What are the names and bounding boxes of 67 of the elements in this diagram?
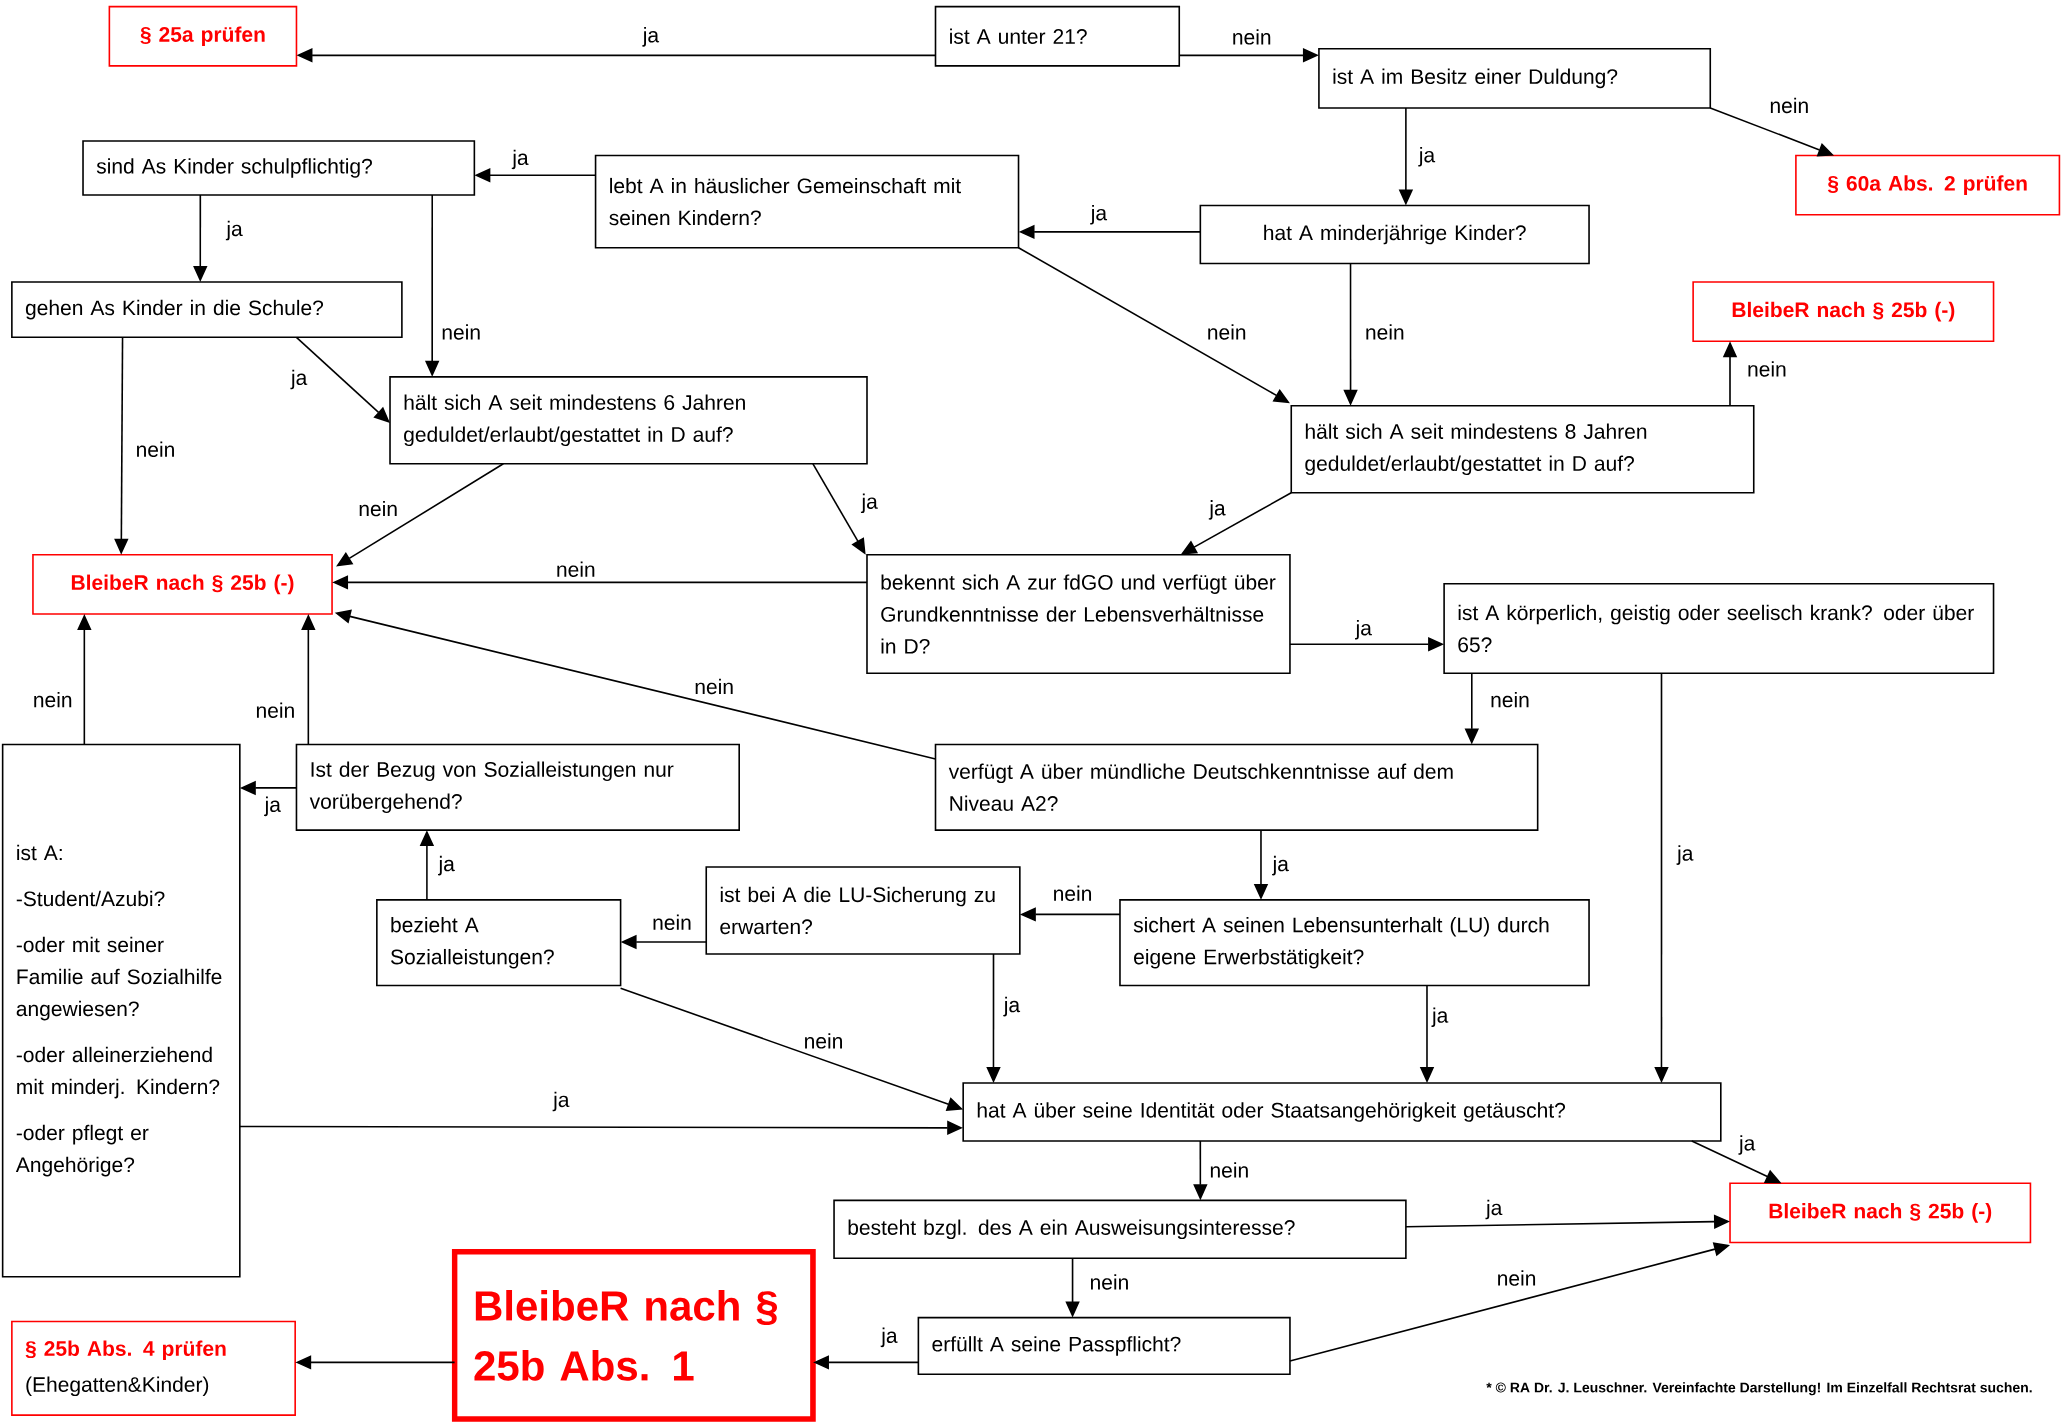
result-box: § 60a Abs. 2 prüfen: [1795, 154, 2061, 216]
question-box: bekennt sich A zur fdGO und verfügt über Grundkenntnisse der Lebensverhältnisse in D?: [866, 553, 1291, 675]
question-box: hält sich A seit mindestens 6 Jahren geduldet/erlaubt/gestattet in D auf?: [389, 376, 868, 465]
edge-label: nein: [1767, 95, 1812, 116]
question-box: ist bei A die LU-Sicherung zu erwarten?: [705, 866, 1021, 955]
edge-label: nein: [1494, 1268, 1539, 1288]
result-box: BleibeR nach § 25b (-): [32, 553, 333, 615]
edge-label: nein: [650, 912, 694, 932]
edge-label: nein: [1087, 1272, 1132, 1292]
result-box: BleibeR nach § 25b Abs. 1: [451, 1248, 816, 1422]
edge-label: nein: [1362, 322, 1407, 342]
edge-label: nein: [801, 1031, 846, 1051]
edge-label: ja: [1429, 1005, 1451, 1029]
question-box: Ist der Bezug von Sozialleistungen nur vorübergehend?: [295, 743, 740, 831]
question-box: sind As Kinder schulpflichtig?: [82, 140, 476, 196]
edge-label: ja: [859, 491, 880, 516]
edge-label: ja: [1001, 994, 1023, 1019]
question-box: ist A im Besitz einer Duldung?: [1318, 47, 1712, 109]
edge-label: nein: [133, 439, 178, 459]
edge-label: ja: [436, 853, 457, 878]
edge-label: ja: [1270, 853, 1291, 878]
arrow: [295, 336, 390, 423]
edge-label: nein: [1488, 689, 1532, 710]
question-box: verfügt A über mündliche Deutschkenntnisse auf dem Niveau A2?: [934, 743, 1539, 831]
edge-label: ja: [1675, 843, 1696, 867]
edge-label: nein: [30, 689, 75, 710]
question-box: besteht bzgl. des A ein Ausweisungsinteresse?: [833, 1199, 1407, 1260]
edge-label: nein: [1050, 883, 1095, 904]
edge-label: ja: [1353, 618, 1374, 642]
question-box: gehen As Kinder in die Schule?: [11, 281, 403, 339]
edge-label: nein: [1207, 1160, 1252, 1180]
edge-label: ja: [510, 147, 531, 172]
result-box: § 25a prüfen: [108, 5, 298, 67]
question-box: hat A über seine Identität oder Staatsangehörigkeit getäuscht?: [962, 1082, 1722, 1142]
edge-label: nein: [1229, 27, 1274, 47]
edge-label: ja: [1088, 203, 1110, 227]
question-box: erfüllt A seine Passpflicht?: [917, 1316, 1291, 1376]
edge-label: nein: [439, 322, 483, 342]
result-box: § 25b Abs. 4 prüfen (Ehegatten&Kinder): [11, 1320, 296, 1416]
edge-label: ja: [551, 1089, 572, 1114]
edge-label: ja: [879, 1325, 900, 1350]
question-box: hat A minderjährige Kinder?: [1199, 204, 1590, 265]
edge-label: ja: [262, 794, 283, 819]
edge-label: ja: [1737, 1133, 1758, 1157]
edge-label: ja: [640, 25, 662, 49]
question-box: ist A unter 21?: [934, 5, 1181, 67]
edge-label: nein: [1745, 359, 1789, 379]
edge-label: nein: [692, 676, 736, 697]
edge-label: ja: [1484, 1197, 1505, 1222]
edge-label: nein: [553, 559, 598, 579]
question-box: hält sich A seit mindestens 8 Jahren geduldet/erlaubt/gestattet in D auf?: [1290, 405, 1755, 494]
question-box: bezieht A Sozialleistungen?: [376, 899, 622, 987]
question-box: lebt A in häuslicher Gemeinschaft mit seinen Kindern?: [594, 154, 1020, 249]
question-box: ist A: -Student/Azubi? -oder mit seiner Familie auf Sozialhilfe angewiesen? -oder alleinerziehend mit minderj. Kindern? -oder pflegt er Angehörige?: [1, 743, 241, 1278]
edge-label: ja: [288, 367, 310, 392]
question-box: ist A körperlich, geistig oder seelisch krank? oder über 65?: [1443, 582, 1995, 675]
edge-label: nein: [1204, 322, 1249, 342]
edge-label: nein: [356, 498, 400, 519]
arrow: [336, 462, 505, 567]
edge-label: nein: [253, 700, 298, 720]
result-box: BleibeR nach § 25b (-): [1692, 281, 1995, 343]
result-box: BleibeR nach § 25b (-): [1729, 1182, 2032, 1244]
edge-label: ja: [1207, 498, 1228, 522]
edge-label: ja: [224, 218, 245, 243]
question-box: sichert A seinen Lebensunterhalt (LU) durch eigene Erwerbstätigkeit?: [1119, 899, 1590, 987]
edge-label: ja: [1416, 145, 1438, 169]
footnote: * © RA Dr. J. Leuschner. Vereinfachte Darstellung! Im Einzelfall Rechtsrat suchen.: [1486, 1382, 2032, 1396]
